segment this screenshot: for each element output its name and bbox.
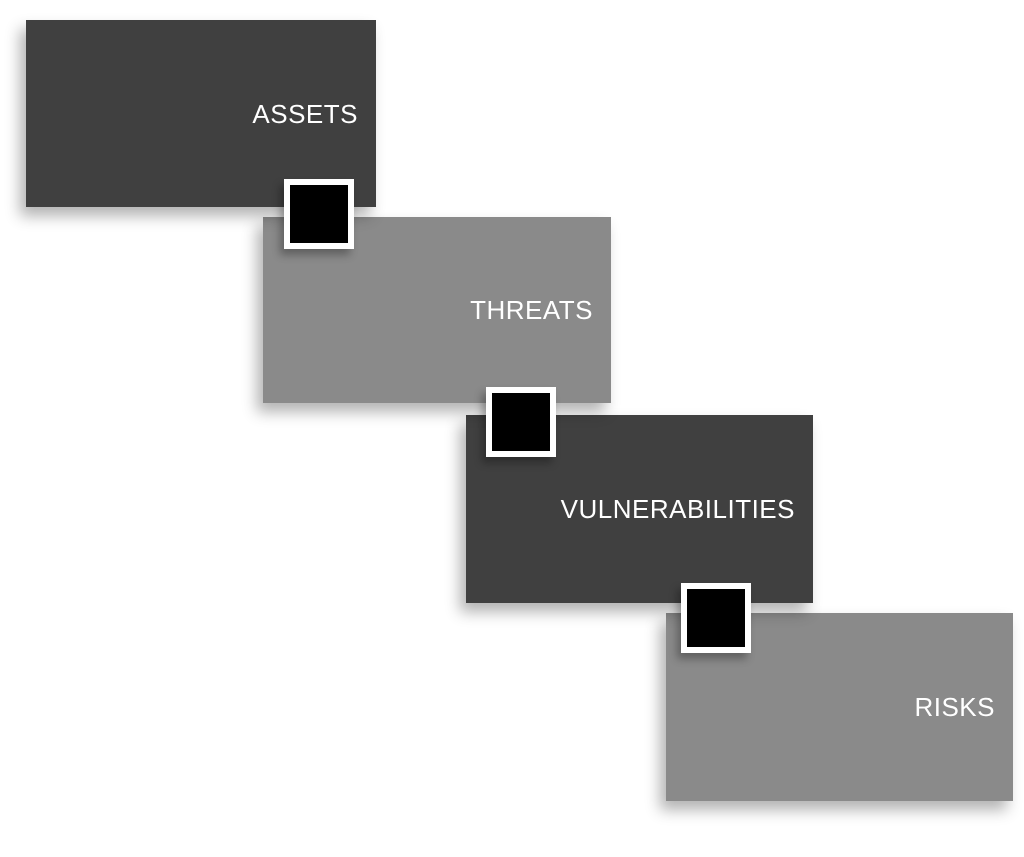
step-label-assets: ASSETS — [252, 98, 358, 129]
step-label-threats: THREATS — [470, 295, 593, 325]
connector-square-assets-threats — [284, 179, 354, 249]
step-box-assets: ASSETS — [26, 20, 376, 207]
step-label-risks: RISKS — [914, 692, 995, 722]
connector-square-threats-vulnerabilities — [486, 387, 556, 457]
step-label-vulnerabilities: VULNERABILITIES — [560, 494, 795, 524]
connector-square-vulnerabilities-risks — [681, 583, 751, 653]
